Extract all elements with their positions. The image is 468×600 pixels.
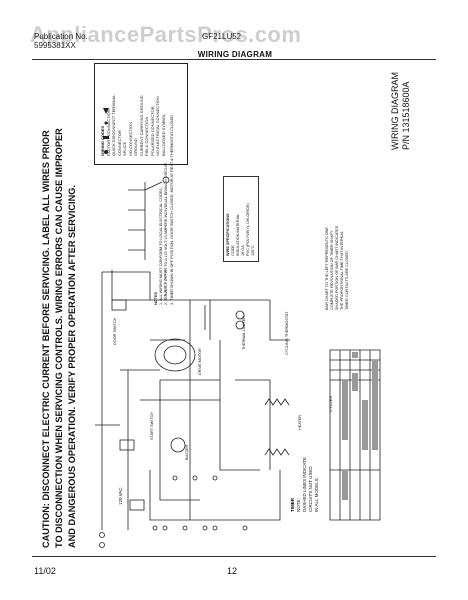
caution-line: CAUTION: DISCONNECT ELECTRIC CURRENT BEF… <box>41 130 51 548</box>
heater-symbol-2 <box>264 448 290 456</box>
caution-block: CAUTION: DISCONNECT ELECTRIC CURRENT BEF… <box>40 78 79 548</box>
wire-c <box>159 380 200 501</box>
wiring-codes-box <box>94 63 188 165</box>
side-title-text: WIRING DIAGRAM <box>390 72 400 150</box>
note-item: 3. TIMER SHOWN IN OFF POSITION, DOOR SWI… <box>169 114 174 305</box>
side-title: WIRING DIAGRAM P/N 131518600A <box>390 72 412 150</box>
heater-symbol <box>264 398 290 406</box>
supply-label: 120 VAC <box>118 487 123 505</box>
cycles-label: CYCLES <box>328 395 333 412</box>
door-switch-label: DOOR SWITCH <box>113 317 117 345</box>
page-header: AppliancePartsPros.com Publication No. 5… <box>0 14 468 62</box>
timer-note-line: IN ALL MODELS. <box>314 477 319 512</box>
wire-n <box>111 270 150 301</box>
publication-info: Publication No. 5995381XX <box>34 32 88 50</box>
drive-motor-label: DRIVE MOTOR <box>198 348 202 375</box>
caution-line: AND DANGEROUS OPERATION. VERIFY PROPER O… <box>67 185 77 548</box>
wire-specs-box <box>223 176 259 262</box>
wire-a <box>102 271 151 300</box>
model-number: GF21LU52 <box>202 32 242 41</box>
wire-h <box>149 470 281 521</box>
start-switch-label: START SWITCH <box>150 411 154 440</box>
wire-e <box>219 340 260 471</box>
limiter-label: THERMAL LIMITER <box>242 315 246 350</box>
publication-label: Publication No. <box>34 32 88 41</box>
drive-motor-symbol <box>154 338 196 372</box>
heater-label: HEATER <box>298 414 302 430</box>
wire-b <box>150 299 211 340</box>
notes-block: NOTES 1. ALL WIRING MUST CONFORM TO LOCA… <box>154 114 175 305</box>
header-rule <box>32 59 436 60</box>
timer-note: TIMER NOTE: DASHED LINES INDICATE CIRCUI… <box>290 457 320 512</box>
wire-g <box>235 379 271 470</box>
wire-spec-row: 105°C <box>251 245 255 256</box>
thermostat-label: CYCLING THERMOSTAT <box>285 311 289 355</box>
timer-chart-note: BAR CHART TO THE LEFT REPRESENTS ONE COM… <box>325 226 350 310</box>
buzzer-label: BUZZER <box>185 444 189 460</box>
watermark: AppliancePartsPros.com <box>30 22 302 47</box>
chart-note-line: TIMER CONTACTS ARE CLOSED. <box>345 250 349 310</box>
buzzer-symbol <box>170 437 186 453</box>
footer-date: 11/02 <box>34 566 56 576</box>
caution-line: TO DISCONNECTION WHEN SERVICING CONTROLS… <box>54 128 64 548</box>
part-number: P/N 131518600A <box>401 81 411 150</box>
diagram-title: WIRING DIAGRAM <box>197 50 273 59</box>
footer-rule <box>32 556 436 557</box>
publication-number: 5995381XX <box>34 41 76 50</box>
wire-f <box>269 300 290 341</box>
wiring-code-item: QUICK DISCONNECT TERMINAL <box>111 94 116 156</box>
timer-chart-frame <box>329 349 381 521</box>
wire-specs: WIRE SPECIFICATIONS CODE INSULATION MATE… <box>226 203 256 256</box>
page-number: 12 <box>227 566 238 576</box>
